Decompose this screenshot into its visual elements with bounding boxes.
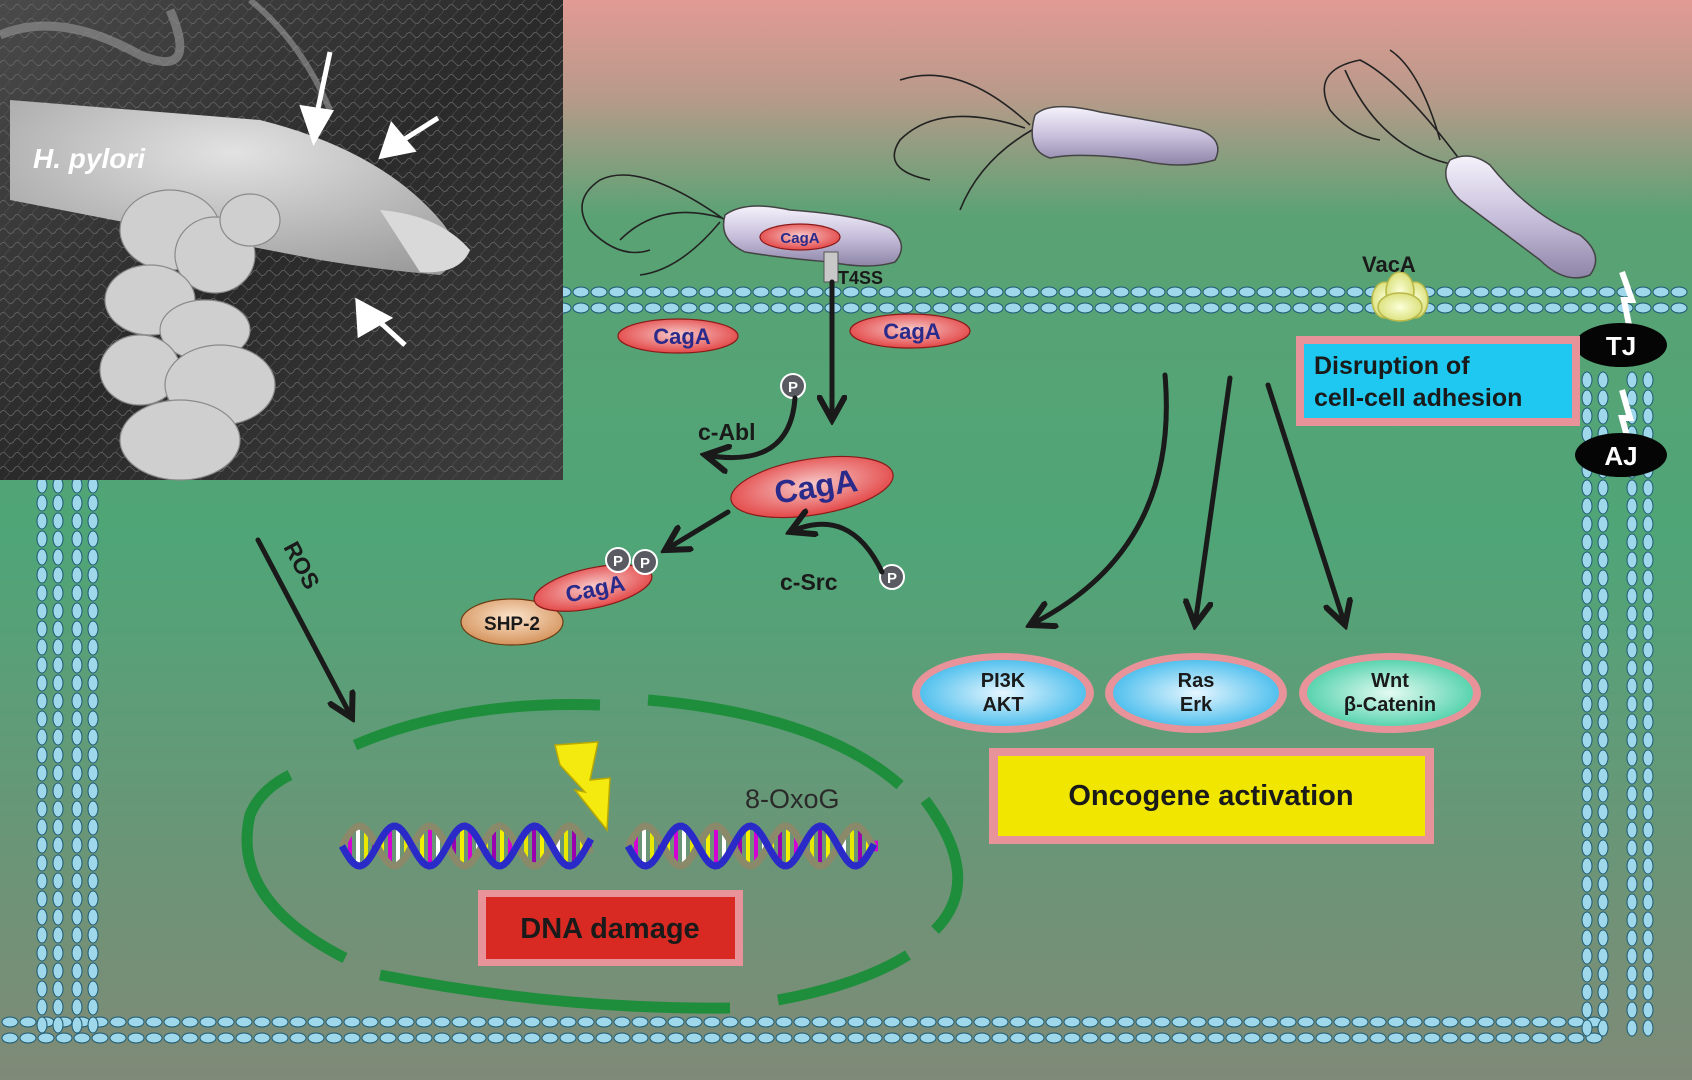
- aj-label: AJ: [1604, 441, 1637, 471]
- svg-text:β-Catenin: β-Catenin: [1344, 694, 1436, 716]
- bacterium-injecting: CagA T4SS: [581, 174, 903, 288]
- dna-helix: [624, 822, 878, 870]
- caga-left: CagA: [617, 318, 739, 354]
- micrograph-label: H. pylori: [33, 143, 146, 174]
- dna-damage-box: DNA damage: [478, 890, 743, 966]
- caga-right: CagA: [849, 313, 971, 349]
- signal-arrows: [255, 279, 1345, 718]
- membrane-segment: [1626, 371, 1654, 1037]
- c-src-label: c-Src: [780, 569, 838, 595]
- vaca-label: VacA: [1362, 252, 1416, 277]
- sem-micrograph: H. pylori: [0, 0, 563, 481]
- pi3k-arrow: [1030, 372, 1169, 625]
- membrane-segment: [554, 286, 1688, 314]
- wnt-arrow: [1265, 382, 1345, 625]
- svg-text:Ras: Ras: [1178, 670, 1215, 692]
- phospho-src: P: [879, 564, 905, 590]
- damage-lightning-icon: [554, 741, 611, 832]
- svg-text:Erk: Erk: [1180, 694, 1213, 716]
- membrane-segment: [71, 476, 99, 1034]
- phospho-caga-1: P: [605, 547, 631, 573]
- pi3k-akt-oval: PI3K AKT: [912, 653, 1094, 733]
- cell-debris: [99, 189, 281, 481]
- phospho-groups: P P P P: [605, 373, 905, 590]
- c-abl-label: c-Abl: [698, 419, 756, 445]
- svg-text:PI3K: PI3K: [981, 670, 1026, 692]
- tj-label: TJ: [1606, 331, 1636, 361]
- micrograph-arrows: [299, 51, 440, 347]
- disruption-box: Disruption of cell-cell adhesion: [1296, 336, 1580, 426]
- disruption-text-line2: cell-cell adhesion: [1314, 384, 1522, 412]
- phospho-abl: P: [780, 373, 806, 399]
- vaca-toxin: VacA: [1362, 252, 1429, 322]
- shp2-complex: SHP-2 CagA: [460, 564, 653, 646]
- c-abl-arrow: [705, 395, 798, 458]
- svg-text:P: P: [788, 379, 798, 396]
- ras-arrow: [1195, 375, 1233, 625]
- pathway-ovals: PI3K AKT Ras Erk Wnt β-Catenin: [912, 653, 1481, 733]
- bacteria: CagA T4SS: [581, 49, 1597, 288]
- svg-text:Wnt: Wnt: [1371, 670, 1409, 692]
- svg-text:CagA: CagA: [883, 319, 941, 344]
- dna-helix: [338, 822, 595, 870]
- caga-shp2-arrow: [665, 509, 731, 550]
- t4ss-label: T4SS: [838, 268, 883, 288]
- svg-text:P: P: [887, 570, 897, 587]
- caga-center: CagA: [730, 455, 894, 519]
- c-src-arrow: [790, 524, 885, 575]
- svg-text:P: P: [613, 553, 623, 570]
- phospho-caga-2: P: [632, 549, 658, 575]
- oxog-label: 8-OxoG: [745, 784, 840, 814]
- t4ss-channel: [823, 251, 839, 283]
- cell-junctions: TJ AJ: [1575, 270, 1667, 477]
- svg-text:P: P: [640, 555, 650, 572]
- ros-arrow: [255, 537, 352, 718]
- wnt-catenin-oval: Wnt β-Catenin: [1299, 653, 1481, 733]
- membrane-segment: [1, 1016, 1603, 1044]
- svg-text:AKT: AKT: [982, 694, 1023, 716]
- shp2-label: SHP-2: [484, 614, 540, 635]
- membrane-segment: [36, 476, 64, 1034]
- caga-molecules: CagA CagA CagA SHP-2 CagA: [460, 313, 971, 646]
- disruption-text-line1: Disruption of: [1314, 352, 1470, 380]
- oncogene-text: Oncogene activation: [1068, 780, 1353, 812]
- dna-damage-text: DNA damage: [520, 913, 699, 945]
- dna-helices: [338, 822, 878, 870]
- oncogene-box: Oncogene activation: [989, 748, 1434, 844]
- cell-membranes: [1, 286, 1688, 1044]
- nucleus-envelope: [241, 694, 964, 1014]
- ras-erk-oval: Ras Erk: [1105, 653, 1287, 733]
- bacterium-caga-label: CagA: [780, 230, 819, 247]
- membrane-segment: [1581, 371, 1609, 1037]
- bacterium-upper-center: [893, 74, 1219, 211]
- svg-text:CagA: CagA: [653, 324, 711, 349]
- bacterium-right: [1323, 49, 1597, 279]
